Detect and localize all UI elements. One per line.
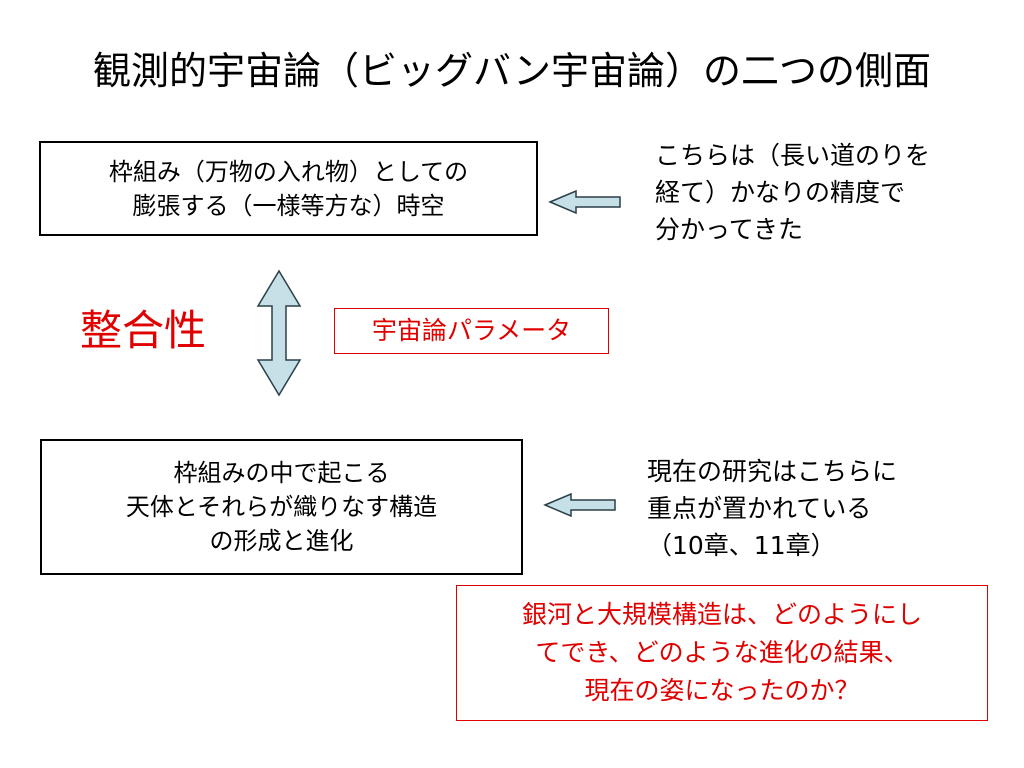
precision-note-line: こちらは（長い道のりを [655, 141, 931, 170]
research-focus-note: 現在の研究はこちらに 重点が置かれている （10章、11章） [647, 453, 897, 564]
structure-formation-line: 枠組みの中で起こる [173, 459, 390, 487]
spacetime-box-line: 膨張する（一様等方な）時空 [132, 191, 445, 220]
precision-note-line: 分かってきた [655, 215, 804, 244]
slide-title: 観測的宇宙論（ビッグバン宇宙論）の二つの側面 [93, 49, 931, 93]
galaxy-question-line: 現在の姿になったのか？ [584, 676, 860, 705]
galaxy-question-line: てでき、どのような進化の結果、 [535, 638, 909, 667]
research-focus-line: 重点が置かれている [647, 494, 872, 523]
structure-formation-box: 枠組みの中で起こる 天体とそれらが織りなす構造 の形成と進化 [40, 439, 523, 575]
galaxy-question-box: 銀河と大規模構造は、どのようにし てでき、どのような進化の結果、 現在の姿になっ… [456, 585, 988, 721]
cosmological-parameters-label: 宇宙論パラメータ [371, 316, 572, 345]
galaxy-question-line: 銀河と大規模構造は、どのようにし [521, 600, 922, 629]
left-arrow-icon [548, 189, 621, 215]
structure-formation-line: の形成と進化 [209, 527, 354, 555]
research-focus-line: 現在の研究はこちらに [647, 457, 898, 486]
cosmological-parameters-box: 宇宙論パラメータ [334, 308, 609, 354]
spacetime-box-line: 枠組み（万物の入れ物）としての [108, 157, 469, 186]
consistency-label: 整合性 [80, 306, 207, 355]
left-arrow-icon [543, 492, 616, 518]
spacetime-box: 枠組み（万物の入れ物）としての 膨張する（一様等方な）時空 [39, 141, 538, 236]
up-down-arrow-icon [256, 269, 302, 397]
precision-note-line: 経て）かなりの精度で [655, 178, 906, 207]
precision-note: こちらは（長い道のりを 経て）かなりの精度で 分かってきた [655, 137, 930, 248]
structure-formation-line: 天体とそれらが織りなす構造 [125, 493, 438, 521]
research-focus-line: （10章、11章） [647, 531, 836, 560]
